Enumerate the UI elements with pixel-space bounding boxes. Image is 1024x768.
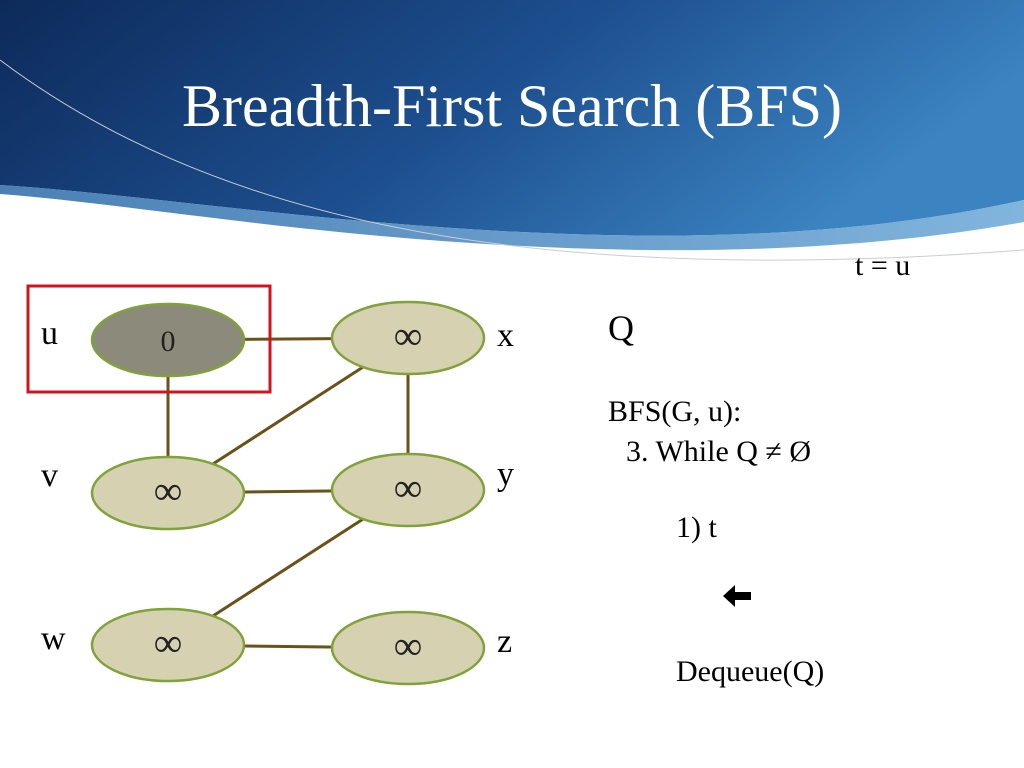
node-label-w: w bbox=[41, 620, 66, 657]
node-distance-w: ∞ bbox=[154, 620, 183, 665]
node-distance-x: ∞ bbox=[394, 313, 423, 358]
node-distance-z: ∞ bbox=[394, 623, 423, 668]
node-v: ∞ bbox=[90, 455, 246, 531]
node-label-z: z bbox=[497, 623, 513, 660]
node-z: ∞ bbox=[330, 610, 486, 686]
node-label-u: u bbox=[41, 315, 58, 352]
bfs-graph: 0 ∞ ∞ ∞ ∞ ∞ bbox=[26, 284, 486, 686]
pseudocode-while-line: 3. While Q ≠ Ø bbox=[626, 435, 812, 468]
node-label-v: v bbox=[41, 457, 58, 494]
t-assignment: t = u bbox=[855, 249, 911, 282]
node-distance-u: 0 bbox=[161, 325, 176, 358]
current-node-highlight-box bbox=[26, 284, 272, 394]
node-ellipse-y bbox=[330, 452, 486, 528]
node-u: 0 bbox=[90, 302, 246, 378]
node-y: ∞ bbox=[330, 452, 486, 528]
node-label-x: x bbox=[497, 317, 514, 354]
pseudocode-header: BFS(G, u): bbox=[608, 395, 742, 428]
node-ellipse-x bbox=[330, 300, 486, 376]
dequeue-line-prefix: 1) t bbox=[676, 511, 717, 544]
dequeue-line-suffix: Dequeue(Q) bbox=[676, 655, 825, 688]
node-ellipse-u bbox=[90, 302, 246, 378]
node-ellipse-z bbox=[330, 610, 486, 686]
pseudocode-dequeue-line: 1) t Dequeue(Q) bbox=[646, 474, 824, 726]
left-arrow-icon bbox=[676, 546, 753, 654]
node-label-y: y bbox=[497, 456, 514, 493]
node-distance-v: ∞ bbox=[154, 468, 183, 513]
queue-label: Q bbox=[608, 308, 634, 348]
node-x: ∞ bbox=[330, 300, 486, 376]
node-ellipse-v bbox=[90, 455, 246, 531]
node-w: ∞ bbox=[90, 607, 246, 683]
slide-title: Breadth-First Search (BFS) bbox=[182, 73, 842, 139]
node-distance-y: ∞ bbox=[394, 465, 423, 510]
title-banner bbox=[0, 0, 1024, 261]
graph-nodes: 0 ∞ ∞ ∞ ∞ ∞ bbox=[90, 300, 486, 686]
node-ellipse-w bbox=[90, 607, 246, 683]
